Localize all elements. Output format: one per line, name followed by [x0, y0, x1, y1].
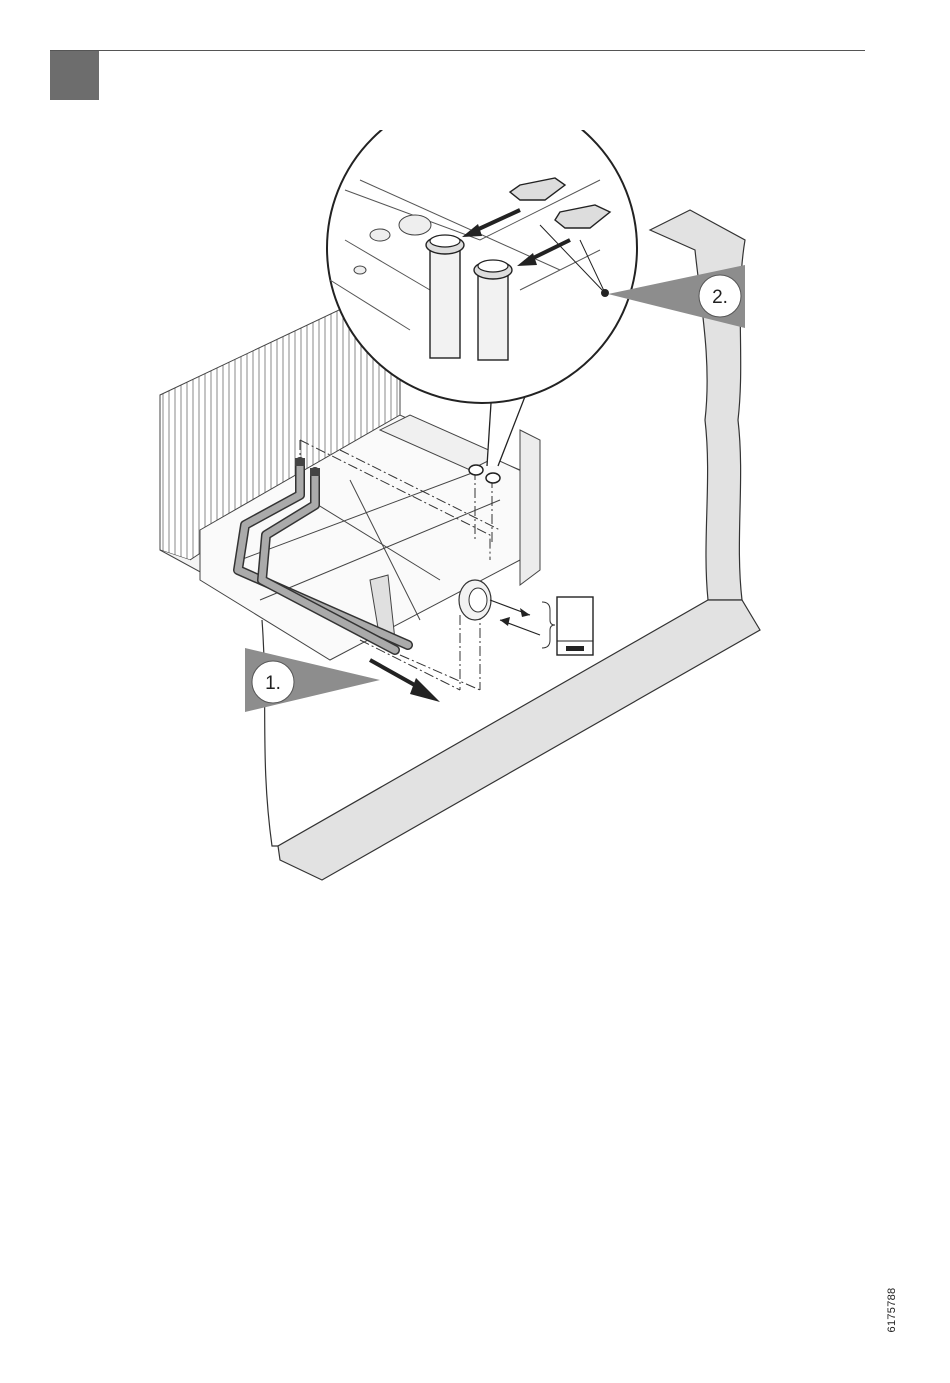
header-rule	[50, 50, 865, 51]
step-1-label: 1.	[265, 673, 281, 694]
installation-illustration: 1.	[150, 130, 770, 890]
boiler-icon	[557, 597, 593, 655]
pull-arrow-step-1	[370, 660, 440, 702]
section-marker-square	[50, 51, 99, 100]
callout-step-1: 1.	[245, 648, 380, 712]
flange-part	[459, 580, 555, 648]
document-number: 6175788	[882, 1280, 902, 1340]
step-2-label: 2.	[712, 287, 728, 308]
